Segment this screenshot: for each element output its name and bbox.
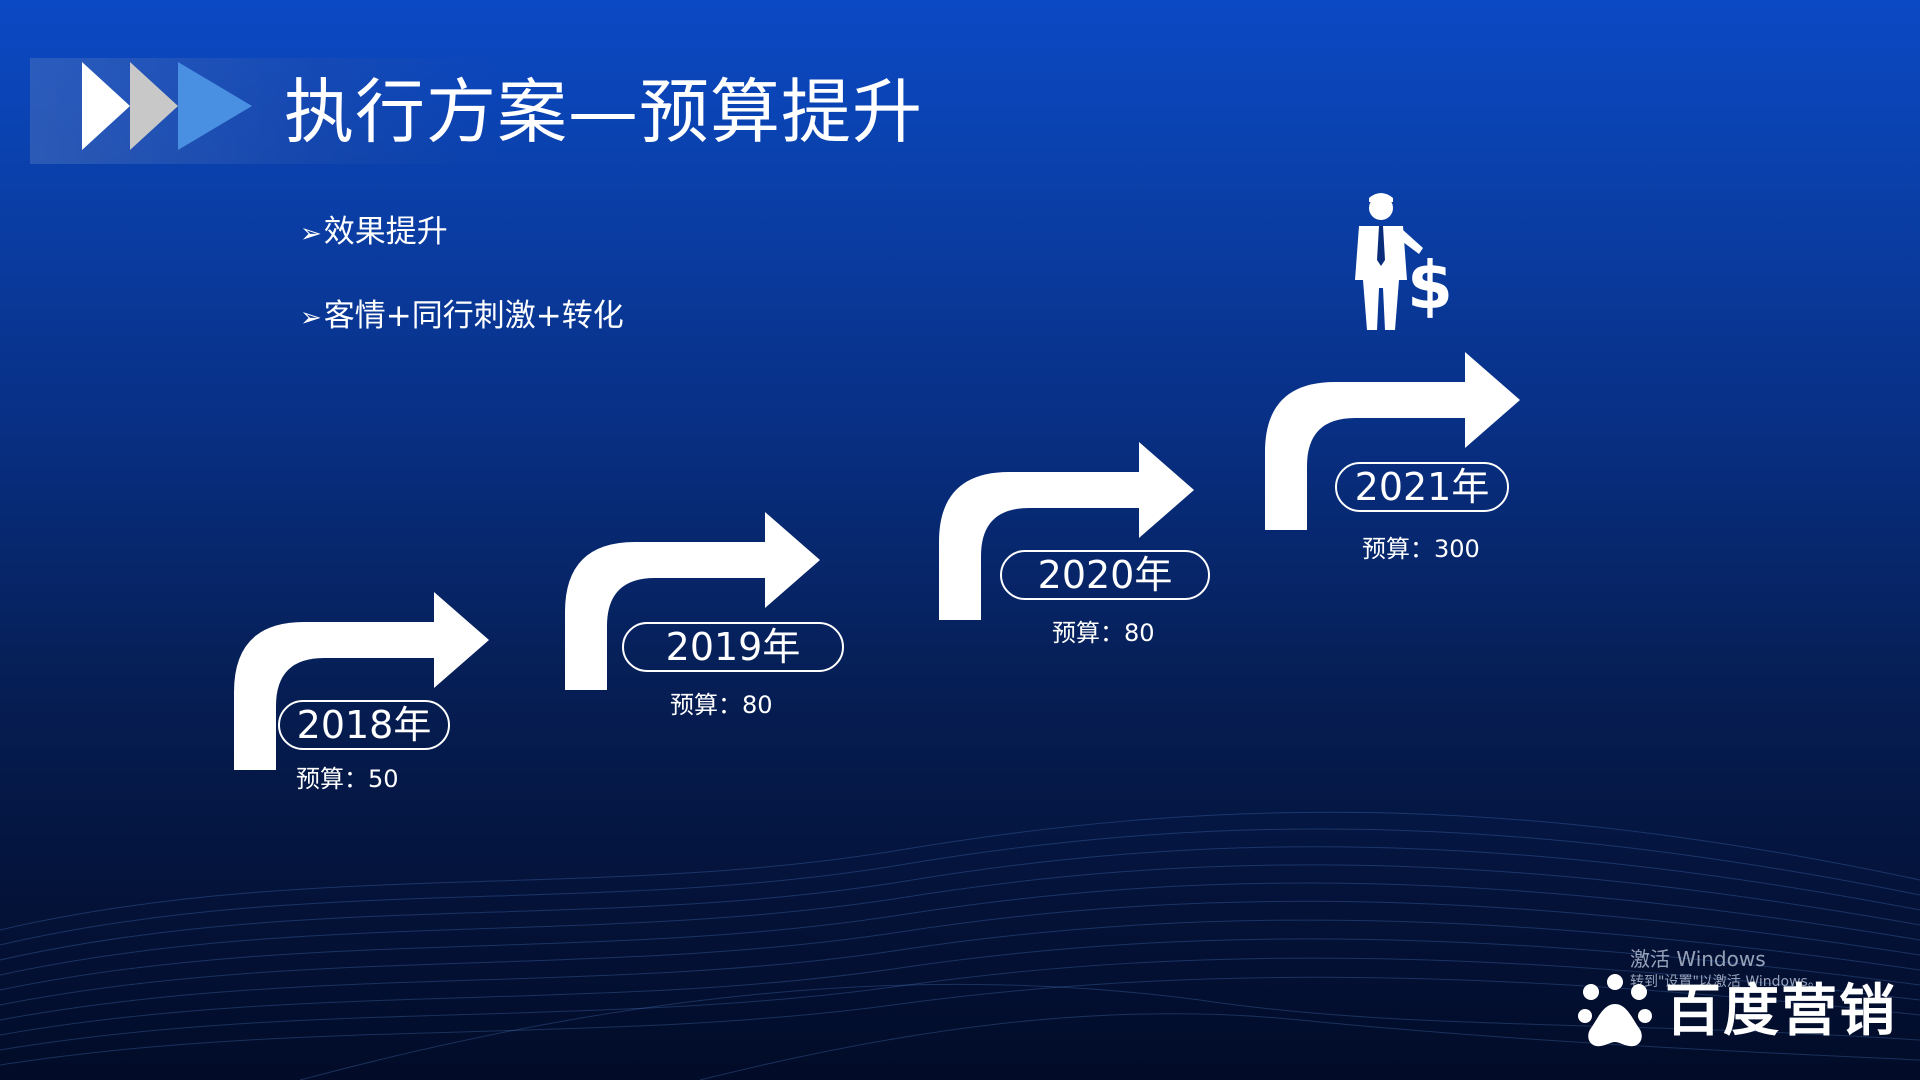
year-pill-2018: 2018年 bbox=[278, 700, 450, 750]
step-arrow-icon bbox=[1265, 352, 1520, 530]
year-pill-2019: 2019年 bbox=[622, 622, 844, 672]
bullet-2: ➢客情+同行刺激+转化 bbox=[300, 296, 624, 338]
budget-2021: 预算：300 bbox=[1362, 535, 1480, 563]
baidu-paw-icon bbox=[1578, 974, 1652, 1047]
activation-watermark: 激活 Windows bbox=[1630, 947, 1766, 971]
budget-2018: 预算：50 bbox=[296, 765, 399, 793]
activation-watermark-sub: 转到"设置"以激活 Windows。 bbox=[1630, 974, 1822, 990]
bullet-arrow-icon: ➢ bbox=[300, 303, 322, 333]
bullet-arrow-icon: ➢ bbox=[300, 219, 322, 249]
bullet-text: 效果提升 bbox=[323, 214, 448, 250]
brand: 百度营销 bbox=[1575, 972, 1897, 1052]
step-arrow-icon bbox=[939, 442, 1194, 620]
bullet-1: ➢效果提升 bbox=[300, 212, 448, 254]
year-pill-2020: 2020年 bbox=[1000, 550, 1210, 600]
svg-text:$: $ bbox=[1407, 247, 1450, 324]
year-pill-2021: 2021年 bbox=[1335, 462, 1509, 512]
chevrons-icon bbox=[82, 62, 252, 150]
businessman-dollar-icon: $ bbox=[1355, 193, 1450, 330]
step-arrow-icon bbox=[234, 592, 489, 770]
page-title: 执行方案—预算提升 bbox=[284, 71, 923, 153]
step-arrow-icon bbox=[565, 512, 820, 690]
bullet-text: 客情+同行刺激+转化 bbox=[323, 298, 624, 334]
brand-name: 百度营销 bbox=[1665, 979, 1897, 1044]
budget-2019: 预算：80 bbox=[670, 691, 773, 719]
budget-2020: 预算：80 bbox=[1052, 619, 1155, 647]
